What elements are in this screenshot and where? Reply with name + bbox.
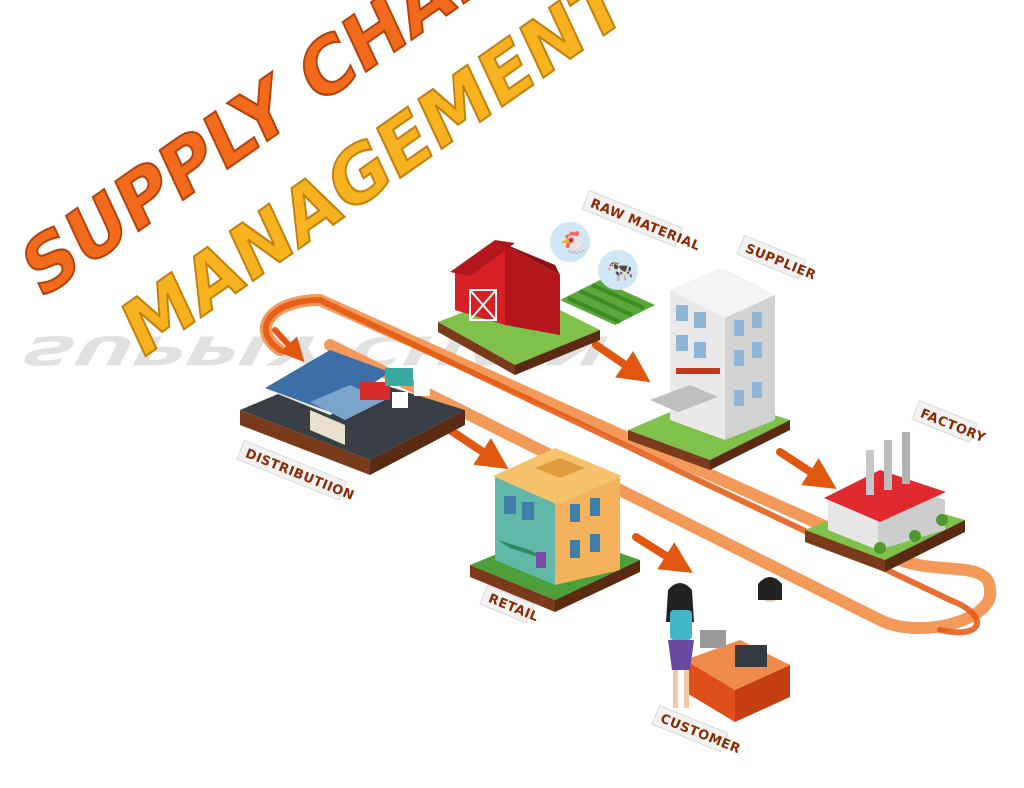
customer-scene [666,577,790,722]
distribution-warehouse [240,350,465,475]
flow-arrows [446,341,837,573]
factory-building [805,432,965,572]
svg-text:RAW MATERIAL: RAW MATERIAL [588,196,702,254]
arrow-supplier-to-factory [776,448,837,489]
chicken-glyph: 🐔 [560,230,587,255]
label-factory: FACTORY [911,399,988,446]
supplier-building [628,268,790,470]
flow-track [259,293,997,636]
retail-shop [470,448,640,612]
cow-glyph: 🐄 [606,258,633,283]
arrow-raw-to-supplier [592,341,651,383]
arrow-distribution-to-retail [446,426,509,470]
truck-teal [385,368,413,386]
label-supplier: SUPPLIER [736,234,818,283]
raw-material-barn: 🐔 🐄 [438,222,655,375]
svg-text:SUPPLIER: SUPPLIER [743,241,818,283]
truck-red [360,382,390,400]
chicken-icon [550,222,590,262]
svg-text:FACTORY: FACTORY [918,406,988,446]
label-raw-material: RAW MATERIAL [581,189,702,254]
arrow-retail-to-customer [632,533,693,573]
cow-icon [598,250,638,290]
